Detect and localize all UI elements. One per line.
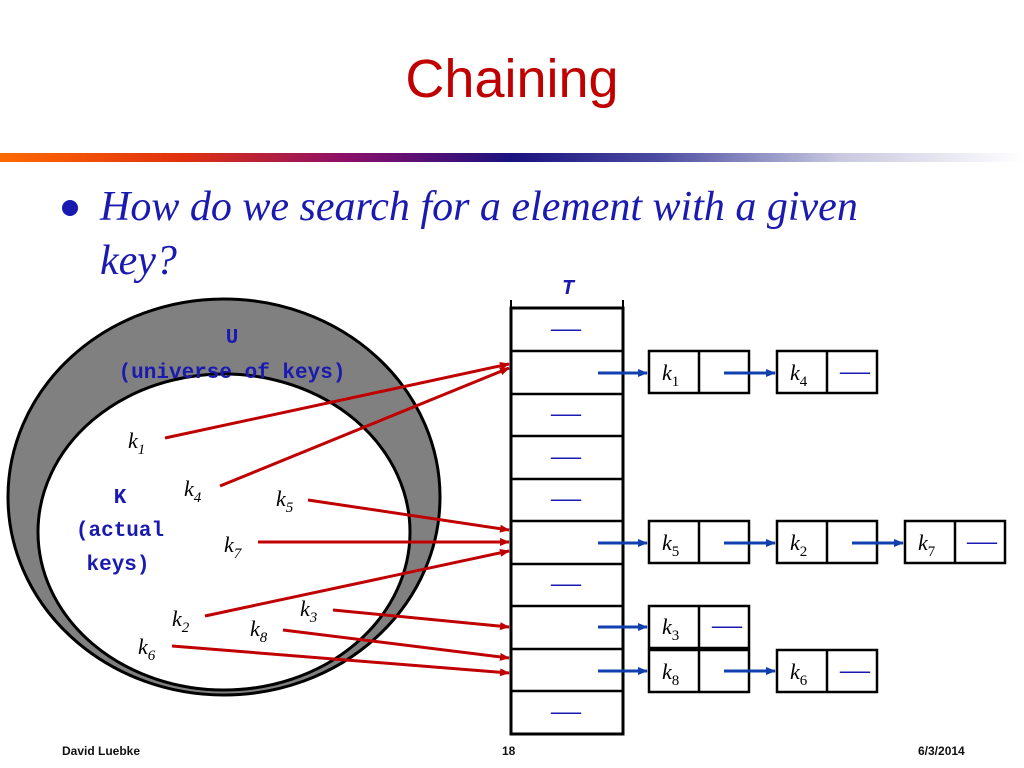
key-k8: k8	[250, 616, 268, 646]
chain-slot-5: k5 k2 k7 —	[598, 519, 1007, 565]
svg-text:k8: k8	[250, 616, 268, 646]
nil-slot-2: —	[550, 396, 582, 429]
hash-arrows	[164, 361, 510, 677]
footer-page-number: 18	[502, 744, 516, 758]
key-k2: k2	[172, 606, 190, 636]
nil-end: —	[839, 354, 871, 387]
node-k2: k2	[790, 530, 807, 560]
nil-end: —	[711, 608, 743, 641]
actual-keys-description-line2: keys)	[86, 554, 149, 577]
svg-text:k5: k5	[276, 486, 294, 516]
actual-keys-label: K	[114, 487, 127, 510]
footer-date: 6/3/2014	[918, 744, 965, 758]
node-k4: k4	[790, 360, 808, 390]
universe-label: U	[226, 327, 239, 350]
nil-slot-4: —	[550, 481, 582, 514]
actual-keys-set	[36, 372, 412, 692]
svg-text:k6: k6	[138, 634, 156, 664]
nil-slot-0: —	[550, 311, 582, 344]
svg-text:k3: k3	[300, 596, 317, 626]
node-k5: k5	[662, 530, 679, 560]
key-k3: k3	[300, 596, 317, 626]
actual-keys-description-line1: (actual	[76, 520, 164, 543]
node-k6: k6	[790, 659, 808, 689]
node-k3: k3	[662, 614, 679, 644]
key-k6: k6	[138, 634, 156, 664]
hash-table	[509, 300, 625, 736]
nil-slots: — — — — — —	[550, 311, 582, 727]
table-label: T	[562, 278, 576, 301]
chain-slot-7: k3 —	[598, 604, 751, 650]
nil-end: —	[839, 653, 871, 686]
node-k7: k7	[918, 530, 936, 560]
nil-slot-6: —	[550, 566, 582, 599]
nil-end: —	[966, 524, 998, 557]
node-k8: k8	[662, 659, 679, 689]
svg-text:k2: k2	[172, 606, 190, 636]
footer-author: David Luebke	[62, 744, 141, 758]
bullet-text: How do we search for a element with a gi…	[100, 184, 858, 284]
key-k1: k1	[128, 428, 145, 458]
svg-text:k4: k4	[184, 476, 202, 506]
title-divider	[0, 153, 1024, 162]
svg-text:k1: k1	[128, 428, 145, 458]
nil-slot-3: —	[550, 439, 582, 472]
key-k5: k5	[276, 486, 294, 516]
bullet-icon	[62, 200, 78, 216]
nil-slot-9: —	[550, 694, 582, 727]
svg-text:k7: k7	[224, 532, 243, 562]
node-k1: k1	[662, 360, 679, 390]
universe-description: (universe of keys)	[119, 362, 346, 385]
key-k7: k7	[224, 532, 243, 562]
slide-title: Chaining	[405, 49, 619, 109]
key-k4: k4	[184, 476, 202, 506]
chain-slot-1: k1 k4 —	[598, 349, 879, 395]
chain-slot-8: k8 k6 —	[598, 648, 879, 694]
